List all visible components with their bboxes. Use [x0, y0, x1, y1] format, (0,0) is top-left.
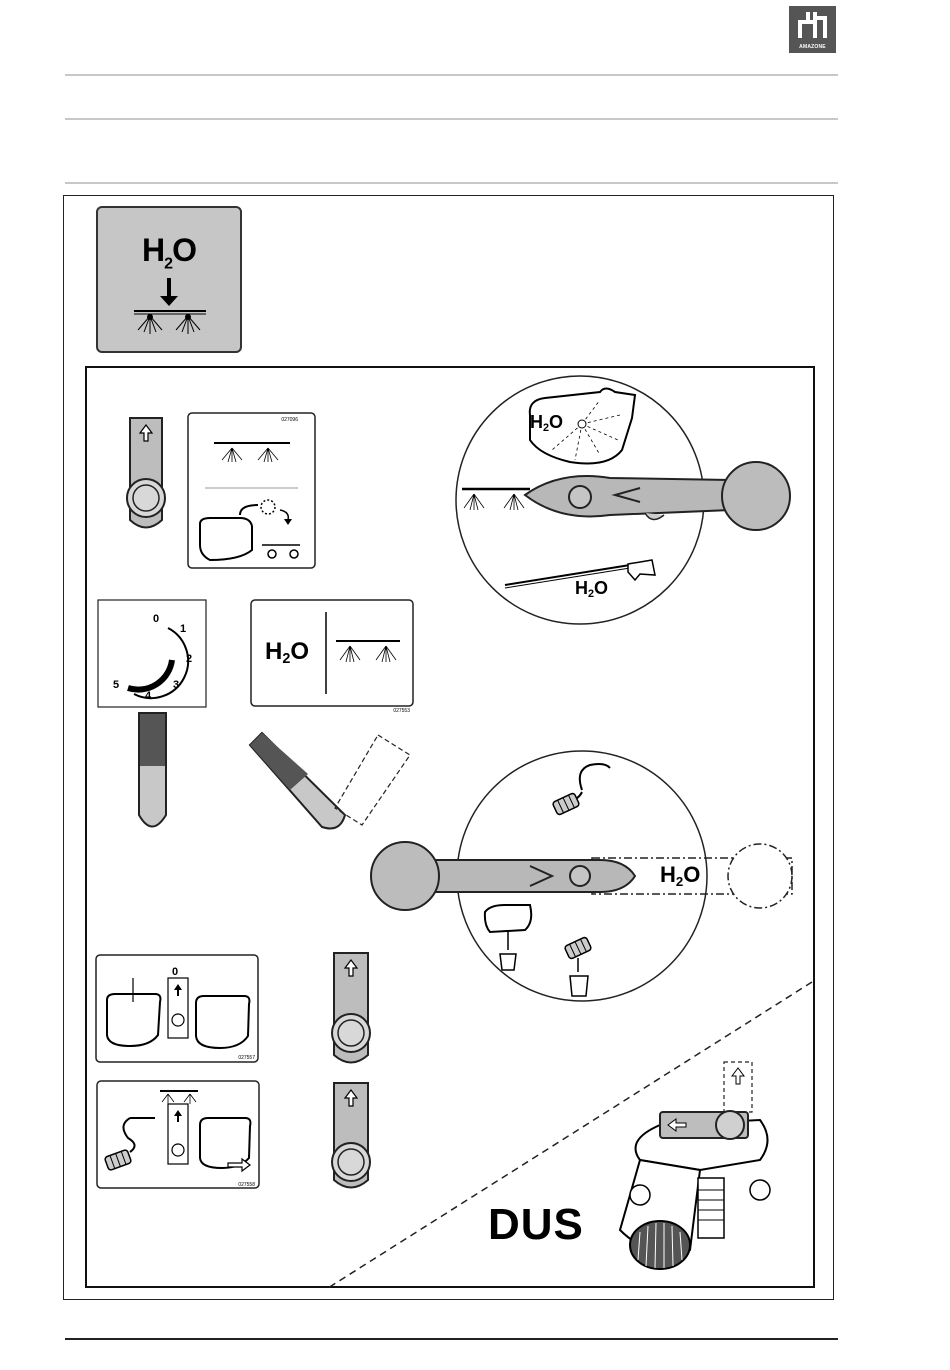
sticker-bl1-zero: 0: [172, 966, 178, 978]
sticker-top-code: 027096: [281, 417, 298, 423]
detail-circle-top: [456, 376, 790, 624]
spray-gun-h2o-label: H2O: [575, 578, 608, 600]
lever-up-icon-2: [332, 953, 370, 1063]
dial-tick-3: 3: [173, 679, 179, 691]
lever-up-icon-3: [332, 1083, 370, 1188]
sticker-bl1-code: 027557: [238, 1055, 255, 1061]
bottom-circle-h2o-label: H2O: [660, 862, 700, 889]
dus-label: DUS: [488, 1200, 584, 1250]
sticker-bl2-code: 027558: [238, 1182, 255, 1188]
detail-circle-bottom: [371, 751, 792, 1001]
sticker-rinse-spray-gun: [97, 1081, 259, 1188]
dial-tick-0: 0: [153, 613, 159, 625]
sticker-rinse-boom: [188, 413, 315, 568]
sticker-h2o-label: H2O: [265, 638, 309, 667]
tank-h2o-label: H2O: [530, 412, 563, 434]
lever-tilted-icon: [250, 733, 410, 829]
lever-up-icon: [127, 418, 165, 528]
dial-tick-5: 5: [113, 679, 119, 691]
lever-vertical-icon: [139, 713, 166, 827]
dus-valve-illustration: [620, 1062, 770, 1269]
dial-tick-1: 1: [180, 623, 186, 635]
dial-tick-2: 2: [186, 653, 192, 665]
sticker-h2o-code: 027553: [393, 708, 410, 714]
dial-tick-4: 4: [145, 690, 152, 702]
